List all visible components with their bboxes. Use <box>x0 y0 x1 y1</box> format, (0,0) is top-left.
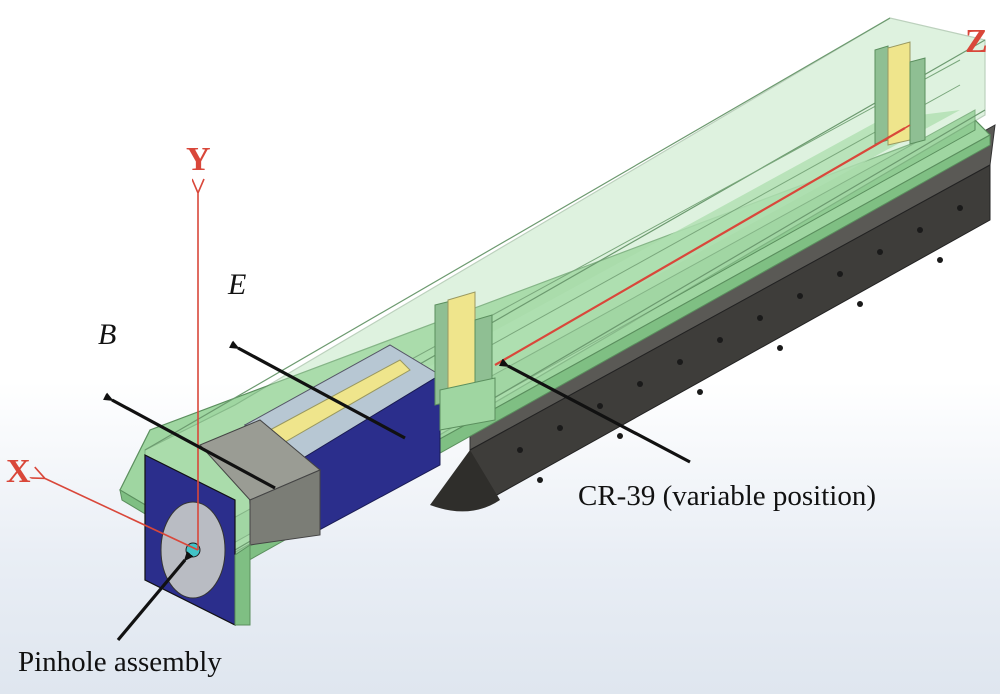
b-field-arrow <box>112 400 276 490</box>
e-field-label: E <box>228 268 247 301</box>
cr39-holder-far <box>874 41 926 146</box>
front-block <box>199 419 321 546</box>
pinhole-label: Pinhole assembly <box>18 646 222 678</box>
pinhole-callout-arrow <box>116 560 185 642</box>
z-axis-label: Z <box>965 23 988 60</box>
z-axis <box>904 124 911 129</box>
cr39-holder-mid <box>434 291 496 431</box>
e-field-arrow <box>238 348 406 440</box>
b-field-label: B <box>98 318 117 351</box>
beam-trajectory <box>494 127 906 366</box>
rail-holes <box>517 205 963 483</box>
y-axis-label: Y <box>186 141 211 178</box>
cr39-callout-arrow <box>508 366 691 464</box>
cr39-label: CR-39 (variable position) <box>578 480 877 512</box>
x-axis-label: X <box>6 453 31 490</box>
x-axis <box>44 478 199 551</box>
